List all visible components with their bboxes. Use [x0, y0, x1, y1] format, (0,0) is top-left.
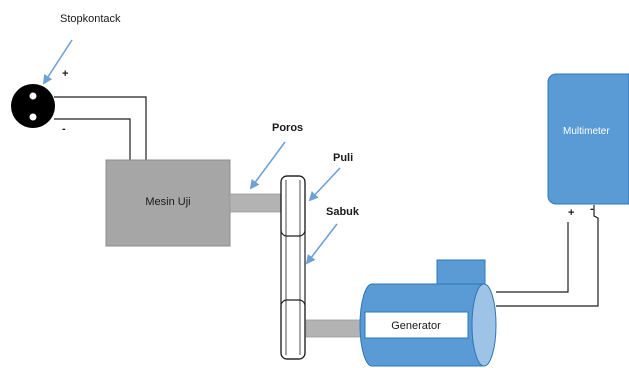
wire-negative [54, 118, 131, 160]
stopkontak-arrow [42, 39, 73, 85]
belt-arrow [305, 223, 338, 265]
generator: Generator [359, 259, 497, 367]
socket-minus-label: - [62, 123, 66, 135]
belt [280, 175, 306, 360]
socket-icon [11, 84, 55, 128]
shaft [229, 193, 283, 213]
wire-positive [54, 96, 147, 160]
shaft-label: Poros [272, 122, 303, 134]
top-pulley [280, 175, 306, 237]
belt-pulley-assembly [280, 175, 306, 360]
stopkontak-label: Stopkontack [60, 13, 121, 25]
socket-plus-label: + [62, 68, 68, 80]
meter-minus-label: - [590, 203, 594, 215]
bottom-pulley [280, 299, 306, 360]
multimeter-label: Multimeter [563, 126, 610, 137]
generator-end-cap [471, 283, 497, 367]
test-machine-label: Mesin Uji [145, 196, 190, 208]
shaft-arrow [249, 141, 286, 190]
wire-meter-positive [496, 222, 569, 293]
generator-terminal-box [436, 259, 486, 285]
multimeter [547, 73, 629, 205]
pulley-arrow [308, 167, 341, 202]
generator-label: Generator [391, 320, 441, 332]
wire-meter-negative [496, 205, 599, 307]
pulley-label: Puli [333, 152, 353, 164]
test-machine [105, 159, 231, 247]
belt-label: Sabuk [326, 206, 360, 218]
generator-shaft [305, 319, 363, 338]
generator-label-box [364, 311, 469, 339]
meter-plus-label: + [568, 207, 574, 219]
